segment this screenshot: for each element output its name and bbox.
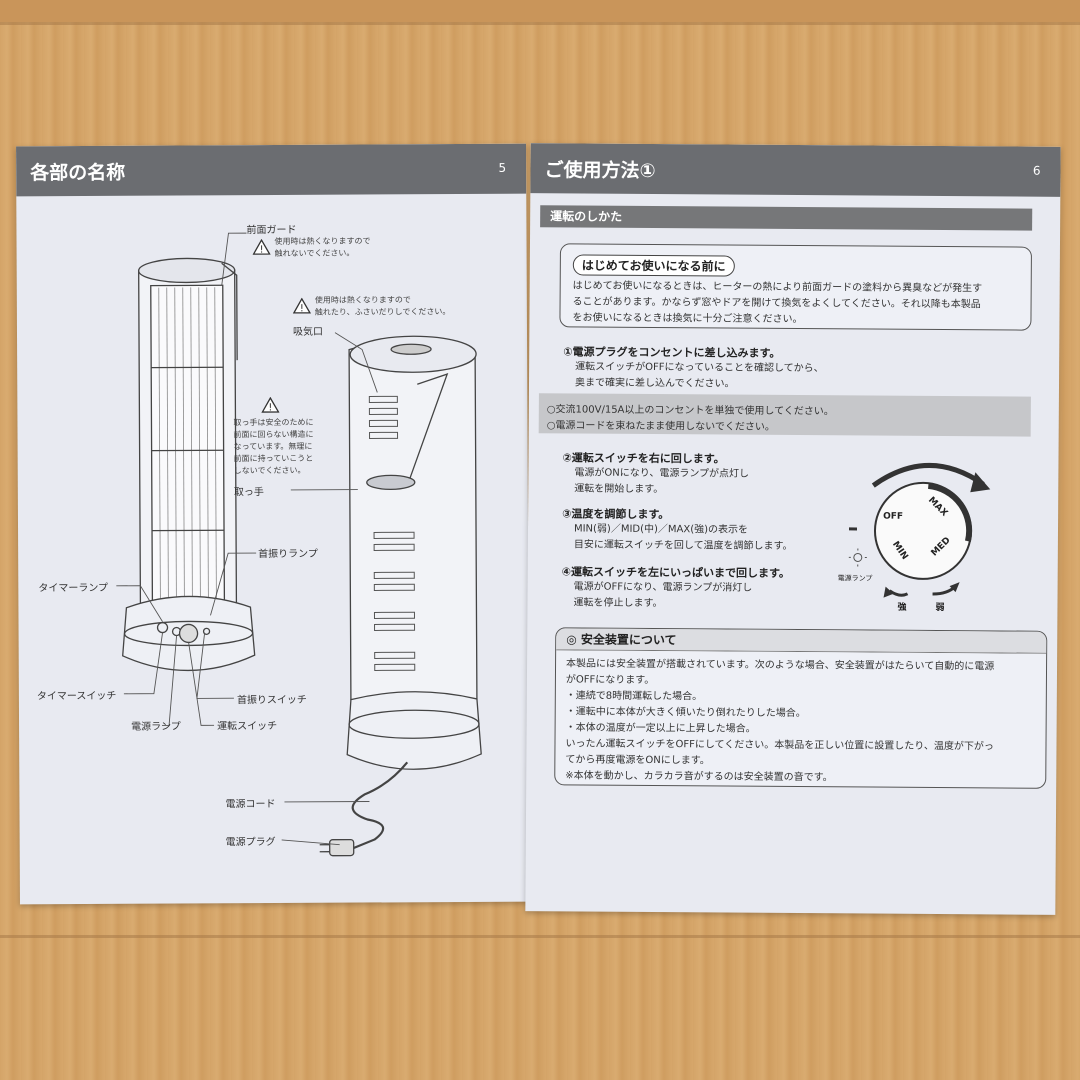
svg-text:!: ! bbox=[268, 403, 272, 414]
label-front-guard: 前面ガード bbox=[246, 224, 297, 237]
label-timer-lamp: タイマーランプ bbox=[38, 582, 109, 595]
label-handle: 取っ手 bbox=[233, 487, 264, 499]
svg-text:!: ! bbox=[300, 303, 304, 314]
handle-warning: 取っ手は安全のために 前面に回らない構造に なっています。無理に 前面に持ってい… bbox=[233, 417, 314, 476]
warning-icon: ! bbox=[252, 239, 271, 256]
warning-icon: ! bbox=[292, 297, 311, 314]
label-swing-switch: 首振りスイッチ bbox=[236, 694, 307, 707]
label-swing-lamp: 首振りランプ bbox=[258, 548, 318, 561]
label-power-lamp: 電源ランプ bbox=[131, 721, 181, 733]
label-intake: 吸気口 bbox=[292, 326, 324, 338]
label-power-cord: 電源コード bbox=[225, 798, 276, 811]
dial-strong-label: 強 bbox=[897, 602, 907, 613]
intake-warning: 使用時は熱くなりますので 触れたり、ふさいだりしでください。 bbox=[314, 295, 451, 317]
label-power-plug: 電源プラグ bbox=[225, 836, 276, 849]
warning-icon: ! bbox=[261, 396, 280, 414]
left-page: 各部の名称 5 bbox=[16, 143, 530, 905]
heater-parts-illustration bbox=[116, 232, 482, 857]
front-guard-warning: 使用時は熱くなりますので 触れないでください。 bbox=[274, 236, 371, 258]
safety-text: 本製品には安全装置が搭載されています。次のような場合、安全装置がはたらいて自動的… bbox=[565, 658, 995, 784]
wood-plank-top bbox=[0, 0, 1080, 22]
label-operation-switch: 運転スイッチ bbox=[217, 720, 278, 733]
svg-text:!: ! bbox=[260, 245, 264, 256]
safety-title: ◎ 安全装置について bbox=[556, 628, 1047, 654]
dial-off-label: OFF bbox=[883, 511, 904, 522]
dial-weak-label: 弱 bbox=[935, 602, 945, 614]
right-page: ご使用方法① 6 運転のしかた はじめてお使いになる前に はじめてお使いになると… bbox=[525, 143, 1061, 915]
wood-seam bbox=[0, 22, 1080, 25]
wood-seam bbox=[0, 935, 1080, 938]
label-timer-switch: タイマースイッチ bbox=[36, 690, 117, 703]
safety-box: ◎ 安全装置について 本製品には安全装置が搭載されています。次のような場合、安全… bbox=[554, 627, 1048, 789]
switch-dial-diagram bbox=[848, 462, 991, 598]
dial-lamp-label: 電源ランプ bbox=[837, 574, 873, 583]
